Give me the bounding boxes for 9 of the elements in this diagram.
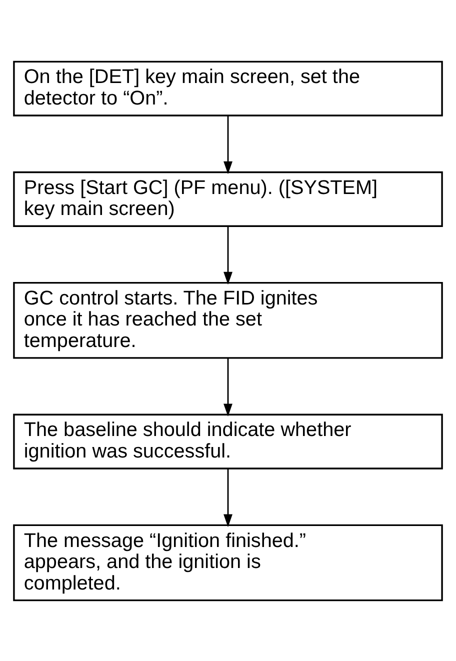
node-box: The baseline should indicate whether ignition was successful. [13,413,443,469]
node-box: The message “Ignition finished.” appears, and the ignition is completed. [13,524,443,601]
node-box: GC control starts. The FID ignites once it has reached the set temperature. [13,281,443,358]
arrow [224,468,232,527]
node-box: Press [Start GC] (PF menu). ([SYSTEM] key main screen) [13,170,443,226]
arrow [224,115,232,174]
node-box: On the [DET] key main screen, set the detector to “On”. [13,60,443,116]
arrow [224,226,232,284]
arrow [224,357,232,416]
